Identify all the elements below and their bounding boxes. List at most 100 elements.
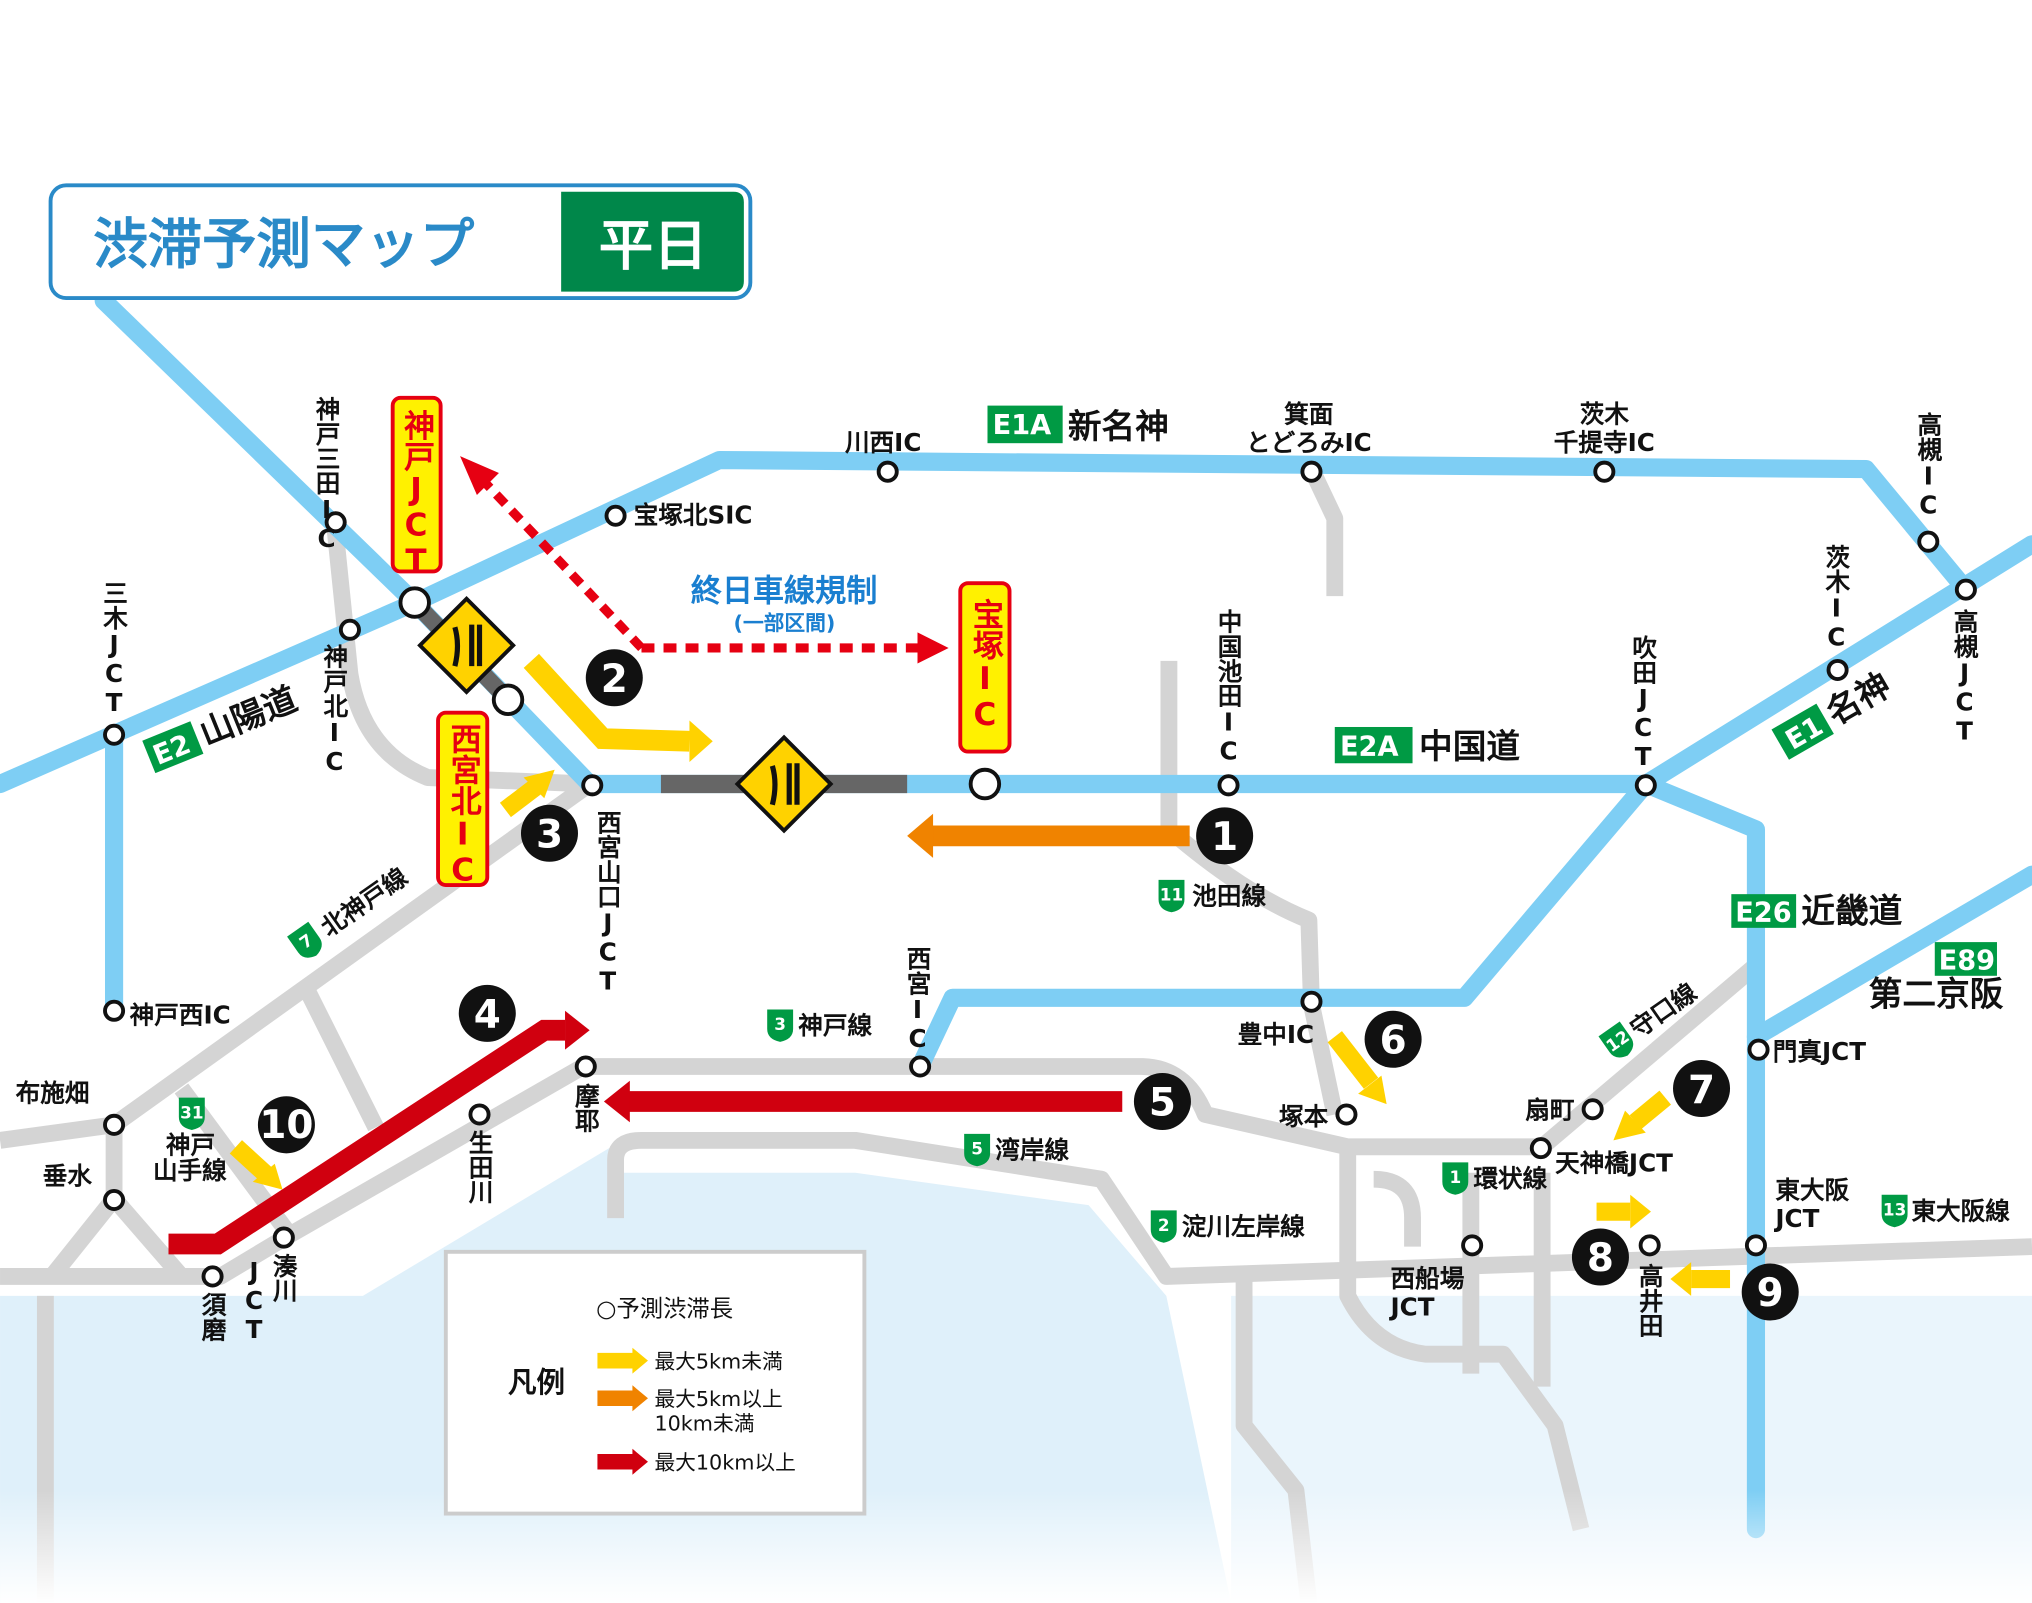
interchange-markers <box>103 460 1977 1288</box>
svg-text:高井田: 高井田 <box>1635 1262 1664 1337</box>
arrow-spot-5-head <box>603 1080 630 1123</box>
arrow-spot-10-head <box>252 1163 283 1190</box>
svg-text:門真JCT: 門真JCT <box>1773 1037 1866 1066</box>
svg-text:摩耶: 摩耶 <box>571 1082 600 1133</box>
lane-reduction-sign-icon <box>734 734 834 834</box>
svg-text:7: 7 <box>1688 1068 1715 1113</box>
svg-text:3: 3 <box>536 813 563 858</box>
svg-text:新名神: 新名神 <box>1068 407 1169 446</box>
spot-10: 10 <box>257 1096 315 1154</box>
route-e1a: E1A 新名神 <box>987 405 1169 446</box>
svg-text:JCT: JCT <box>240 1257 269 1344</box>
svg-text:須磨: 須磨 <box>198 1292 227 1343</box>
svg-text:E2A: E2A <box>1340 731 1399 762</box>
legend-label: 最大5km未満 <box>654 1349 782 1373</box>
arrow-spot-1-head <box>907 813 934 858</box>
congestion-arrows <box>168 653 1731 1296</box>
svg-text:千提寺IC: 千提寺IC <box>1554 428 1655 457</box>
arrow-spot-2-head <box>689 720 713 762</box>
legend-arrow-orange <box>597 1385 648 1412</box>
arrow-spot-9-head <box>1670 1262 1692 1296</box>
spot-1: 1 <box>1196 807 1254 865</box>
svg-text:JCT: JCT <box>1389 1292 1435 1321</box>
svg-text:近畿道: 近畿道 <box>1801 892 1902 931</box>
route-2: 2 淀川左岸線 <box>1150 1210 1305 1243</box>
svg-text:1: 1 <box>1449 1167 1461 1187</box>
route-31-name: 神戸 <box>166 1130 215 1159</box>
route-e2a: E2A 中国道 <box>1334 726 1520 766</box>
route-e26: E26 近畿道 <box>1731 892 1903 931</box>
route-31-name: 山手線 <box>153 1156 227 1185</box>
svg-text:茨木: 茨木 <box>1580 399 1630 428</box>
svg-text:神戸JCT: 神戸JCT <box>398 409 435 579</box>
arrow-spot-3-head <box>523 769 555 799</box>
svg-text:布施畑: 布施畑 <box>16 1078 90 1107</box>
svg-text:茨木IC: 茨木IC <box>1822 544 1851 652</box>
svg-text:宝塚IC: 宝塚IC <box>967 598 1004 733</box>
route-31: 31 <box>178 1097 205 1131</box>
restriction-sublabel: (一部区間) <box>733 611 835 635</box>
arrow-spot-7 <box>1629 1090 1672 1130</box>
svg-text:西宮山口JCT: 西宮山口JCT <box>593 810 622 995</box>
svg-text:高槻JCT: 高槻JCT <box>1950 608 1979 746</box>
svg-text:E26: E26 <box>1735 897 1791 928</box>
svg-text:神戸西IC: 神戸西IC <box>130 1001 231 1030</box>
legend: 凡例 ○予測渋滞長 最大5km未満 最大5km以上 10km未満 最大10km以… <box>443 1249 867 1516</box>
svg-text:6: 6 <box>1380 1019 1407 1064</box>
svg-text:天神橋JCT: 天神橋JCT <box>1555 1148 1673 1177</box>
svg-text:東大阪線: 東大阪線 <box>1911 1196 2010 1225</box>
svg-text:E89: E89 <box>1939 945 1995 976</box>
spot-5: 5 <box>1133 1072 1191 1131</box>
svg-text:E1A: E1A <box>993 410 1052 441</box>
legend-title: 凡例 <box>508 1366 565 1399</box>
callout-nishinomiya-kita-ic: 西宮北IC <box>436 710 490 888</box>
svg-text:31: 31 <box>180 1102 203 1122</box>
svg-text:JCT: JCT <box>1773 1204 1819 1233</box>
svg-text:箕面: 箕面 <box>1284 399 1333 428</box>
place-labels: 神戸三田IC 宝塚北SIC 川西IC 箕面 とどろみIC 茨木 千提寺IC 高槻… <box>16 396 1979 1344</box>
spot-6: 6 <box>1364 1010 1422 1068</box>
lane-reduction-sign-icon <box>417 595 516 695</box>
restriction-label: 終日車線規制 <box>691 573 878 609</box>
svg-text:11: 11 <box>1160 885 1183 905</box>
arrow-spot-7-head <box>1613 1110 1646 1141</box>
svg-text:5: 5 <box>1149 1081 1176 1126</box>
svg-text:塚本: 塚本 <box>1279 1102 1329 1131</box>
svg-text:9: 9 <box>1757 1271 1784 1316</box>
spot-9: 9 <box>1741 1263 1799 1321</box>
arrow-spot-8-head <box>1630 1194 1651 1229</box>
svg-text:神戸線: 神戸線 <box>798 1011 872 1040</box>
day-type-label: 平日 <box>599 213 708 277</box>
svg-text:淀川左岸線: 淀川左岸線 <box>1182 1212 1305 1241</box>
legend-label: 10km未満 <box>654 1412 754 1436</box>
spot-8: 8 <box>1571 1228 1629 1286</box>
svg-text:第二京阪: 第二京阪 <box>1869 975 2004 1014</box>
svg-text:中国道: 中国道 <box>1419 727 1520 766</box>
svg-text:神戸北IC: 神戸北IC <box>320 644 349 776</box>
callout-kobe-jct: 神戸JCT <box>390 395 443 580</box>
svg-text:2: 2 <box>1158 1215 1170 1235</box>
legend-label: 最大10km以上 <box>654 1451 795 1475</box>
legend-arrow-yellow <box>597 1347 648 1374</box>
svg-text:13: 13 <box>1883 1200 1906 1220</box>
svg-text:環状線: 環状線 <box>1473 1164 1547 1193</box>
svg-text:3: 3 <box>774 1014 786 1034</box>
svg-text:5: 5 <box>971 1139 983 1159</box>
svg-text:生田川: 生田川 <box>465 1130 494 1204</box>
svg-text:豊中IC: 豊中IC <box>1238 1020 1314 1049</box>
spot-3: 3 <box>520 804 578 862</box>
svg-text:10: 10 <box>259 1103 313 1148</box>
svg-text:湾岸線: 湾岸線 <box>995 1136 1069 1165</box>
svg-text:2: 2 <box>601 657 628 702</box>
arrow-spot-6 <box>1327 1031 1379 1089</box>
restriction-arrow <box>460 456 949 664</box>
route-e89: E89 第二京阪 <box>1869 942 2004 1014</box>
svg-text:川西IC: 川西IC <box>845 428 921 457</box>
callout-takarazuka-ic: 宝塚IC <box>958 581 1012 754</box>
svg-text:西宮IC: 西宮IC <box>903 946 932 1053</box>
route-3: 3 神戸線 <box>767 1009 873 1042</box>
svg-text:垂水: 垂水 <box>43 1161 93 1190</box>
spot-2: 2 <box>585 649 643 707</box>
bottom-fade <box>0 1490 2032 1603</box>
